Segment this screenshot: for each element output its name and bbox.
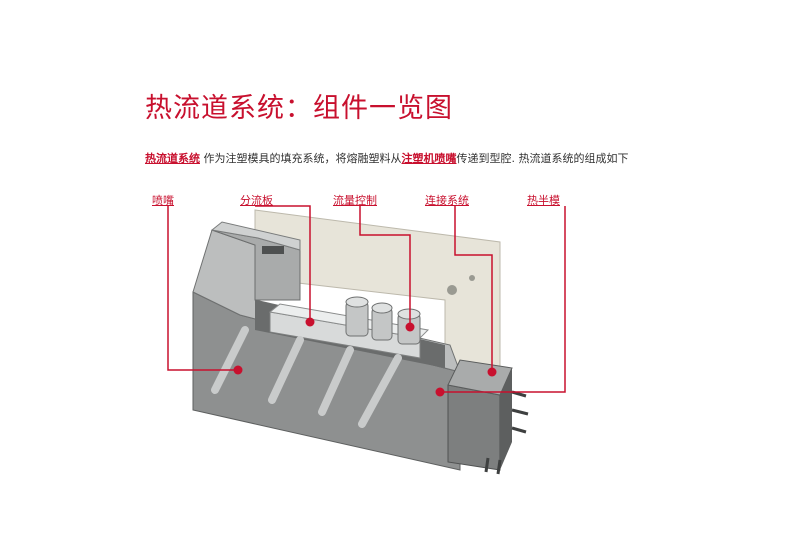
- block-slot: [262, 246, 284, 254]
- connector-pins: [484, 390, 529, 475]
- leader-line-nozzle: [167, 206, 238, 371]
- intro-text: 热流道系统 作为注塑模具的填充系统，将熔融塑料从注塑机喷嘴传递到型腔. 热流道系…: [145, 150, 765, 166]
- label-manifold[interactable]: 分流板: [240, 194, 273, 207]
- nozzle-shaft: [358, 354, 402, 428]
- leader-line-hot-half: [440, 206, 566, 393]
- plate-hole: [469, 275, 475, 281]
- intro-term-machine-nozzle[interactable]: 注塑机喷嘴: [401, 152, 457, 165]
- intro-term-hot-runner[interactable]: 热流道系统: [145, 152, 200, 165]
- label-nozzle[interactable]: 喷嘴: [152, 194, 174, 207]
- leader-line-manifold: [255, 205, 311, 320]
- control-cylinder-top: [397, 308, 421, 320]
- callout-dot-connection: [487, 367, 497, 377]
- page-title: 热流道系统：组件一览图: [145, 93, 453, 124]
- connection-box-side: [500, 368, 512, 470]
- callout-dot-flow-control: [405, 322, 415, 332]
- left-block-top: [210, 221, 301, 251]
- callout-dot-nozzle: [233, 365, 243, 375]
- connection-box-front: [447, 384, 501, 471]
- nozzle-shaft: [318, 346, 354, 416]
- label-hot-half[interactable]: 热半模: [527, 194, 560, 207]
- control-cylinder-top: [371, 302, 393, 314]
- intro-text-part2: 传递到型腔. 热流道系统的组成如下: [456, 152, 629, 165]
- label-flow-control[interactable]: 流量控制: [333, 194, 377, 207]
- callout-dot-manifold: [305, 317, 315, 327]
- nozzle-shaft: [268, 336, 304, 404]
- leader-line-flow-control: [359, 206, 411, 325]
- leader-line-connection: [454, 206, 493, 370]
- plate-hole: [447, 285, 457, 295]
- label-connection-system[interactable]: 连接系统: [425, 194, 469, 207]
- nozzle-shaft: [211, 326, 249, 394]
- intro-text-part1: 作为注塑模具的填充系统，将熔融塑料从: [200, 152, 402, 165]
- callout-dot-hot-half: [435, 387, 445, 397]
- control-cylinder-top: [345, 296, 369, 308]
